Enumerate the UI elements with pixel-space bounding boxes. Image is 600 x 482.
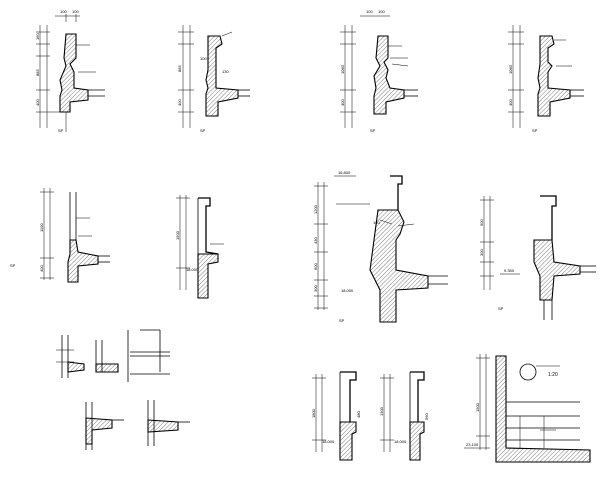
detail-4: 1060 400 SP: [508, 25, 584, 133]
tag-sp-8: SP: [498, 306, 504, 311]
detail-7: 1200 430 600 300 16.800 160 18.000 SP: [313, 170, 448, 323]
dim-1060-b: 1060: [508, 64, 513, 74]
elev-9350: 9.350: [504, 268, 515, 273]
elev-23100: 23.100: [466, 442, 479, 447]
tag-sp-4: SP: [532, 128, 538, 133]
detail-2: 885 400 130 100 SP: [177, 25, 250, 133]
dim-1500: 1500: [175, 230, 180, 240]
dim-560: 560: [424, 413, 429, 420]
dim-1300: 1300: [379, 406, 384, 416]
tag-sp-2: SP: [200, 128, 206, 133]
dim-1100: 1100: [39, 223, 44, 232]
dim-430: 430: [313, 237, 318, 244]
dim-400-e: 400: [39, 265, 44, 272]
tag-sp-1: SP: [58, 128, 64, 133]
dim-1500-b: 1500: [475, 402, 480, 412]
dim-300: 300: [313, 285, 318, 292]
dim-400-d: 400: [508, 99, 513, 106]
dim-1800: 1800: [311, 408, 316, 418]
tag-sp-5: SP: [10, 263, 16, 268]
elev-16800: 16.800: [338, 170, 351, 175]
dim-480: 480: [356, 411, 361, 418]
dim-1200: 1200: [313, 204, 318, 214]
dim-100-a: 100: [60, 9, 67, 14]
tag-sp-7: SP: [339, 318, 345, 323]
dim-885-b: 885: [177, 65, 182, 72]
elev-18000-d: 18.000: [394, 439, 407, 444]
dim-600: 600: [313, 263, 318, 270]
dim-900: 900: [479, 219, 484, 226]
dim-400: 400: [35, 99, 40, 106]
dim-160: 160: [35, 33, 40, 40]
dim-1060: 1060: [340, 64, 345, 74]
detail-10: 1300 560 18.000: [379, 371, 429, 461]
tag-sp-3: SP: [370, 128, 376, 133]
elev-18000: 18.000: [186, 267, 199, 272]
dim-400-b: 400: [177, 99, 182, 106]
detail-cluster-left: [56, 329, 190, 450]
dim-100-c: 100: [200, 56, 207, 61]
detail-5: 1100 400 SP: [10, 188, 110, 283]
dim-400-c: 400: [340, 99, 345, 106]
dim-100-b: 100: [72, 9, 79, 14]
dim-885: 885: [35, 69, 40, 76]
dim-300-b: 300: [479, 249, 484, 256]
dim-100-e: 100: [378, 9, 385, 14]
elev-18000-b: 18.000: [341, 288, 354, 293]
detail-1: 160 885 400 100 100 SP: [35, 9, 105, 133]
detail-6: 1500 18.000: [175, 195, 224, 299]
dim-100-d: 100: [366, 9, 373, 14]
detail-9: 1800 480 18.000: [311, 371, 361, 461]
scale-1-20: 1:20: [548, 372, 558, 378]
detail-11: 1500 1:20 23.100: [464, 354, 591, 463]
dim-130: 130: [222, 69, 229, 74]
detail-3: 1060 400 100 100 SP: [340, 9, 418, 133]
detail-8: 900 300 9.350 SP: [479, 195, 596, 320]
dim-160-b: 160: [373, 220, 380, 225]
elev-18000-c: 18.000: [322, 439, 335, 444]
